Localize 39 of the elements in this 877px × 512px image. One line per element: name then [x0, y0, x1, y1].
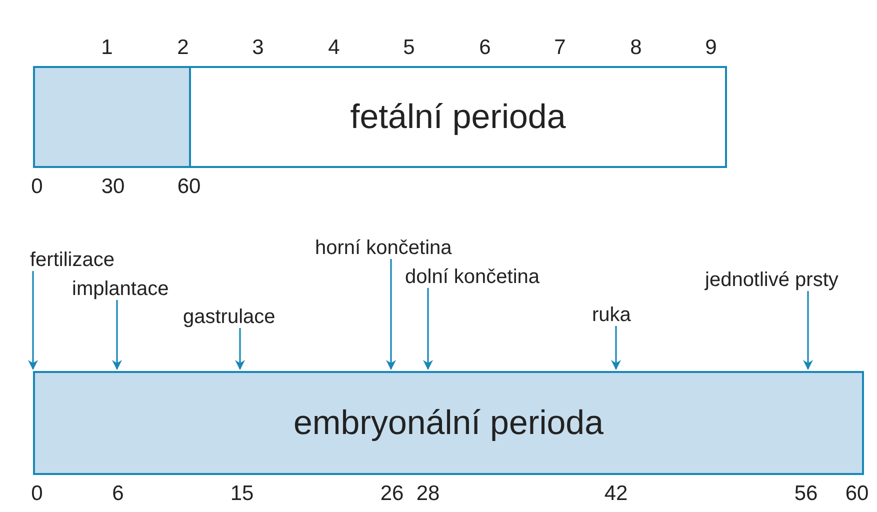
arrow [386, 259, 396, 370]
month-number: 9 [705, 37, 717, 59]
event-label: horní končetina [315, 237, 452, 259]
event-label: gastrulace [183, 306, 276, 328]
period-label: fetální perioda [350, 98, 566, 136]
month-number: 3 [252, 37, 264, 59]
event-label: jednotlivé prsty [705, 269, 838, 291]
day-number: 0 [31, 176, 43, 198]
day-number: 56 [794, 483, 818, 505]
arrow [28, 271, 38, 370]
day-number: 15 [230, 483, 254, 505]
event-label: fertilizace [30, 249, 114, 271]
arrow [803, 291, 813, 370]
month-number: 7 [554, 37, 566, 59]
day-number: 26 [380, 483, 404, 505]
month-number: 2 [177, 37, 189, 59]
event-label: implantace [72, 278, 169, 300]
period-label: embryonální perioda [294, 404, 604, 442]
arrow [611, 326, 621, 370]
month-number: 6 [479, 37, 491, 59]
day-number: 60 [177, 176, 201, 198]
month-number: 5 [403, 37, 415, 59]
event-label: dolní končetina [405, 266, 540, 288]
period-bar [33, 371, 864, 475]
shaded-segment [33, 66, 192, 168]
arrow [112, 300, 122, 370]
month-number: 4 [328, 37, 340, 59]
arrow [235, 328, 245, 370]
event-label: ruka [592, 304, 631, 326]
period-bar [189, 66, 727, 168]
day-number: 0 [31, 483, 43, 505]
month-number: 8 [630, 37, 642, 59]
day-number: 42 [604, 483, 628, 505]
day-number: 6 [112, 483, 124, 505]
arrow [423, 288, 433, 370]
month-number: 1 [101, 37, 113, 59]
day-number: 60 [845, 483, 869, 505]
day-number: 30 [101, 176, 125, 198]
day-number: 28 [416, 483, 440, 505]
